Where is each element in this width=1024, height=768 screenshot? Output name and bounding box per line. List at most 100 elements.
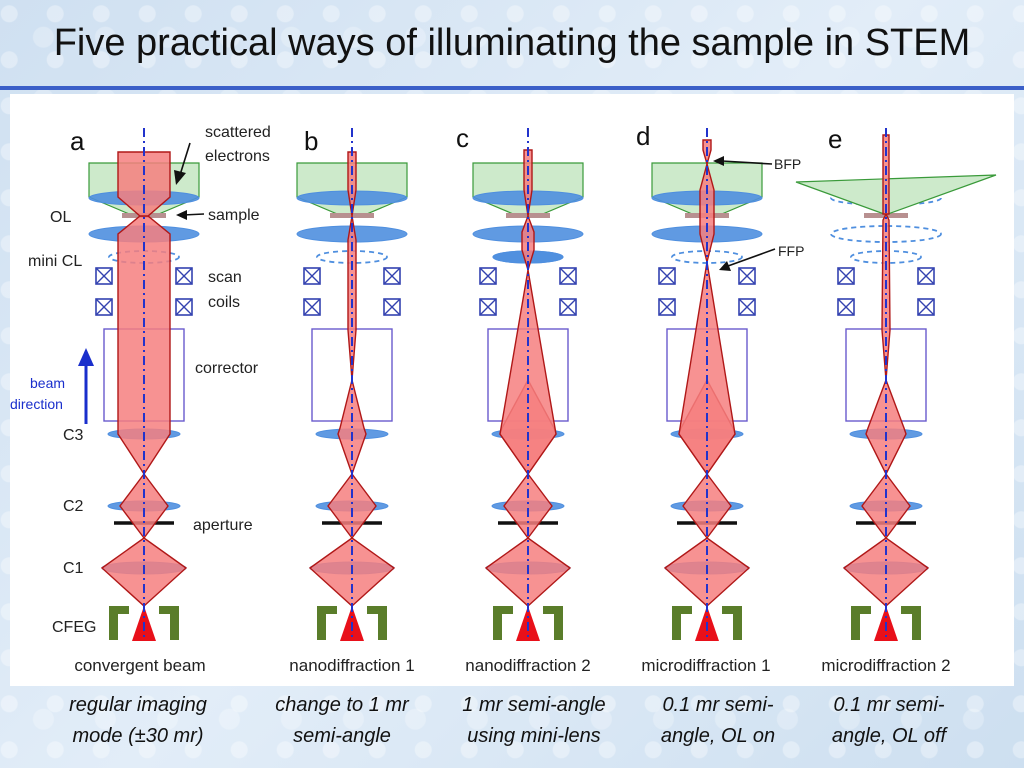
col-a-scan-coil-1: [95, 267, 113, 285]
col-c-scan-coil-3-x: [479, 298, 497, 316]
beam-direction-arrow-head: [78, 348, 94, 366]
col-e-electron-gun-left: [851, 606, 871, 640]
caption-b: change to 1 mr semi-angle: [247, 690, 437, 752]
caption-d: 0.1 mr semi- angle, OL on: [623, 690, 813, 752]
col-e-beam-column: [881, 212, 891, 381]
col-d-electron-gun-left: [672, 606, 692, 640]
col-d-scan-coil-1-x: [658, 267, 676, 285]
col-d-scan-coil-2-x: [738, 267, 756, 285]
col-a-scan-coil-3-x: [95, 298, 113, 316]
caption-a-line1: regular imaging: [69, 694, 207, 716]
col-c-electron-gun-right: [543, 606, 563, 640]
column-letter-a: a: [70, 126, 85, 156]
col-c-scan-coil-4: [559, 298, 577, 316]
col-b-scan-coil-1: [303, 267, 321, 285]
col-e-scan-coil-1-x: [837, 267, 855, 285]
caption-e: 0.1 mr semi- angle, OL off: [794, 690, 984, 752]
col-e-scan-coil-4-x: [917, 298, 935, 316]
col-c-scan-coil-1: [479, 267, 497, 285]
column-letter-e: e: [828, 124, 842, 154]
title-rule: [0, 86, 1024, 90]
col-c-electron-gun-left: [493, 606, 513, 640]
col-a-scan-coil-2: [175, 267, 193, 285]
col-b-scan-coil-3-x: [303, 298, 321, 316]
caption-d-line2: angle, OL on: [660, 725, 776, 747]
col-d-scan-coil-2: [738, 267, 756, 285]
col-a-scan-coil-4-x: [175, 298, 193, 316]
col-a-scan-coil-4: [175, 298, 193, 316]
col-d-scan-coil-1: [658, 267, 676, 285]
col-a-electron-gun-left: [109, 606, 129, 640]
label-direction: direction: [10, 396, 63, 412]
mode-label-b: nanodiffraction 1: [289, 656, 414, 675]
col-b-scan-coil-4-x: [383, 298, 401, 316]
col-e-scan-coil-4: [917, 298, 935, 316]
col-c-scan-coil-1-x: [479, 267, 497, 285]
caption-e-line1: 0.1 mr semi-: [833, 694, 945, 716]
column-letter-c: c: [456, 123, 469, 153]
slide-title: Five practical ways of illuminating the …: [53, 22, 971, 64]
label-beam: beam: [30, 375, 65, 391]
mode-label-d: microdiffraction 1: [641, 656, 770, 675]
arrow-scattered-electrons-head: [174, 170, 186, 185]
label-cfeg: CFEG: [52, 619, 96, 636]
caption-b-line1: change to 1 mr: [275, 694, 409, 716]
label-ol: OL: [50, 209, 71, 226]
col-b-scan-coil-4: [383, 298, 401, 316]
col-d-scan-coil-3: [658, 298, 676, 316]
caption-c: 1 mr semi-angle using mini-lens: [439, 690, 629, 752]
col-b-scan-coil-2-x: [383, 267, 401, 285]
col-d-scan-coil-4-x: [738, 298, 756, 316]
label-scan: scan: [208, 269, 242, 286]
mode-label-a: convergent beam: [74, 656, 205, 675]
col-e-scan-coil-3: [837, 298, 855, 316]
label-c2: C2: [63, 498, 84, 515]
col-b-electron-gun-right: [367, 606, 387, 640]
col-d-scan-coil-3-x: [658, 298, 676, 316]
label-electrons: electrons: [205, 148, 270, 165]
label-coils: coils: [208, 294, 240, 311]
col-b-beam-column: [347, 215, 357, 381]
column-letter-b: b: [304, 126, 318, 156]
col-e-acceptance-cone: [795, 174, 997, 215]
caption-e-line2: angle, OL off: [831, 725, 947, 747]
label-c1: C1: [63, 560, 84, 577]
col-b-electron-gun-left: [317, 606, 337, 640]
col-d-scan-coil-4: [738, 298, 756, 316]
caption-b-line2: semi-angle: [293, 725, 391, 747]
col-e-scan-coil-2-x: [917, 267, 935, 285]
mode-label-c: nanodiffraction 2: [465, 656, 590, 675]
arrow-bfp-head: [713, 156, 724, 166]
label-ffp: FFP: [778, 243, 804, 259]
col-e-electron-gun-right: [901, 606, 921, 640]
col-a-scan-coil-3: [95, 298, 113, 316]
caption-c-line2: using mini-lens: [467, 725, 601, 747]
optics-layer: [78, 128, 997, 641]
caption-c-line1: 1 mr semi-angle: [462, 694, 606, 716]
column-letter-d: d: [636, 121, 650, 151]
col-b-scan-coil-1-x: [303, 267, 321, 285]
col-a-electron-gun-right: [159, 606, 179, 640]
arrow-ffp-head: [719, 261, 731, 271]
col-e-scan-coil-2: [917, 267, 935, 285]
label-c3: C3: [63, 427, 84, 444]
col-b-scan-coil-3: [303, 298, 321, 316]
label-sample: sample: [208, 207, 260, 224]
arrow-ffp: [727, 248, 776, 267]
caption-d-line1: 0.1 mr semi-: [662, 694, 774, 716]
label-aperture: aperture: [193, 517, 253, 534]
col-c-scan-coil-2: [559, 267, 577, 285]
col-a-beam-scattered: [117, 151, 171, 217]
col-d-electron-gun-right: [722, 606, 742, 640]
col-e-scan-coil-3-x: [837, 298, 855, 316]
label-mini-cl: mini CL: [28, 253, 82, 270]
mode-label-e: microdiffraction 2: [821, 656, 950, 675]
label-scattered: scattered: [205, 124, 271, 141]
arrow-sample-head: [176, 210, 187, 220]
col-e-scan-coil-1: [837, 267, 855, 285]
col-a-scan-coil-1-x: [95, 267, 113, 285]
label-bfp: BFP: [774, 156, 801, 172]
col-b-scan-coil-2: [383, 267, 401, 285]
arrow-bfp: [721, 160, 773, 165]
